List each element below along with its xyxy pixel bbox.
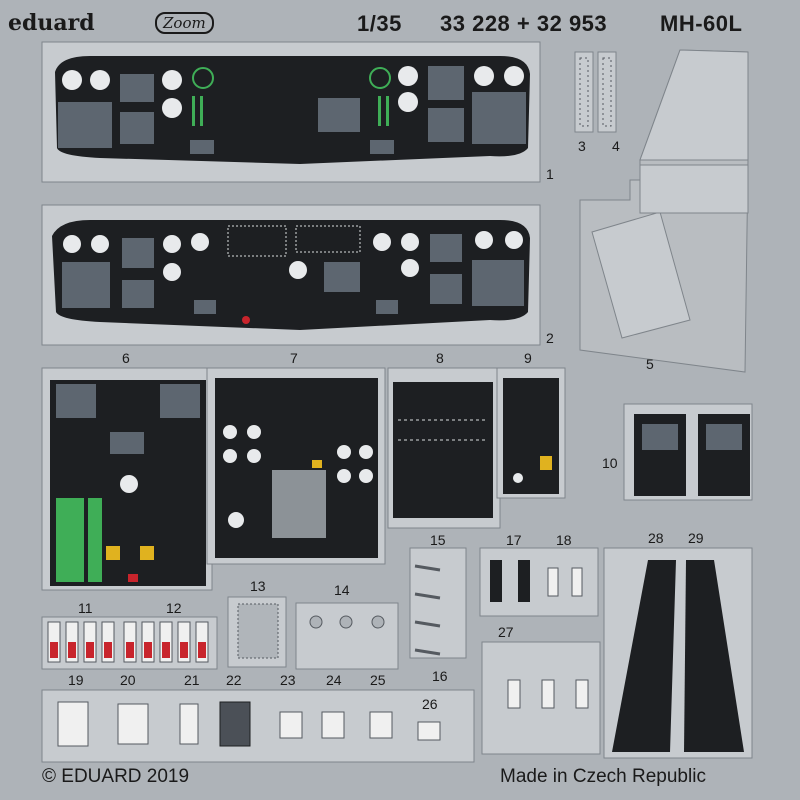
part-number-9: 9 [524,350,532,366]
part-number-19: 19 [68,672,84,688]
part-7-console [206,367,386,565]
part-10-displays [623,403,753,501]
part-number-21: 21 [184,672,200,688]
part-number-16: 16 [432,668,448,684]
part-number-26: 26 [422,696,438,712]
part-11-12-switch-row [41,616,218,670]
part-number-1: 1 [546,166,554,182]
part-number-8: 8 [436,350,444,366]
part-number-29: 29 [688,530,704,546]
part-28-29-panels [603,547,753,759]
part-number-25: 25 [370,672,386,688]
part-number-7: 7 [290,350,298,366]
parts-19-26-row [41,689,475,763]
zoom-logo: Zoom [155,12,214,34]
eduard-logo: eduard [8,10,95,36]
part-number-20: 20 [120,672,136,688]
part-6-console [41,367,213,591]
copyright-text: © EDUARD 2019 [42,766,190,787]
part-number-17: 17 [506,532,522,548]
part-5-side-panel [579,49,749,373]
part-number-12: 12 [166,600,182,616]
part-number-4: 4 [612,138,620,154]
part-17-18-brackets [479,547,599,617]
part-number-14: 14 [334,582,350,598]
part-number-27: 27 [498,624,514,640]
part-15-16-levers [409,547,467,659]
part-number-5: 5 [646,356,654,372]
part-27-clips [481,641,601,755]
part-9-panel [496,367,566,499]
part-number-6: 6 [122,350,130,366]
part-number-3: 3 [578,138,586,154]
part-8-panel [387,367,501,529]
part-number-2: 2 [546,330,554,346]
part-14-bracket [295,602,399,670]
part-number-10: 10 [602,455,618,471]
part-number-11: 11 [78,600,93,616]
part-number-22: 22 [226,672,242,688]
part-number-23: 23 [280,672,296,688]
part-number-18: 18 [556,532,572,548]
part-number-13: 13 [250,578,266,594]
part-number-15: 15 [430,532,446,548]
part-3-4-strips [574,51,617,133]
model-name: MH-60L [660,11,743,36]
origin-text: Made in Czech Republic [500,766,706,787]
part-number-24: 24 [326,672,342,688]
part-2-instrument-panel-main [41,204,541,346]
part-1-instrument-panel-top [41,41,541,183]
part-13-switch-bank [227,596,287,668]
scale-label: 1/35 [357,11,402,36]
set-codes: 33 228 + 32 953 [440,11,608,36]
part-number-28: 28 [648,530,664,546]
